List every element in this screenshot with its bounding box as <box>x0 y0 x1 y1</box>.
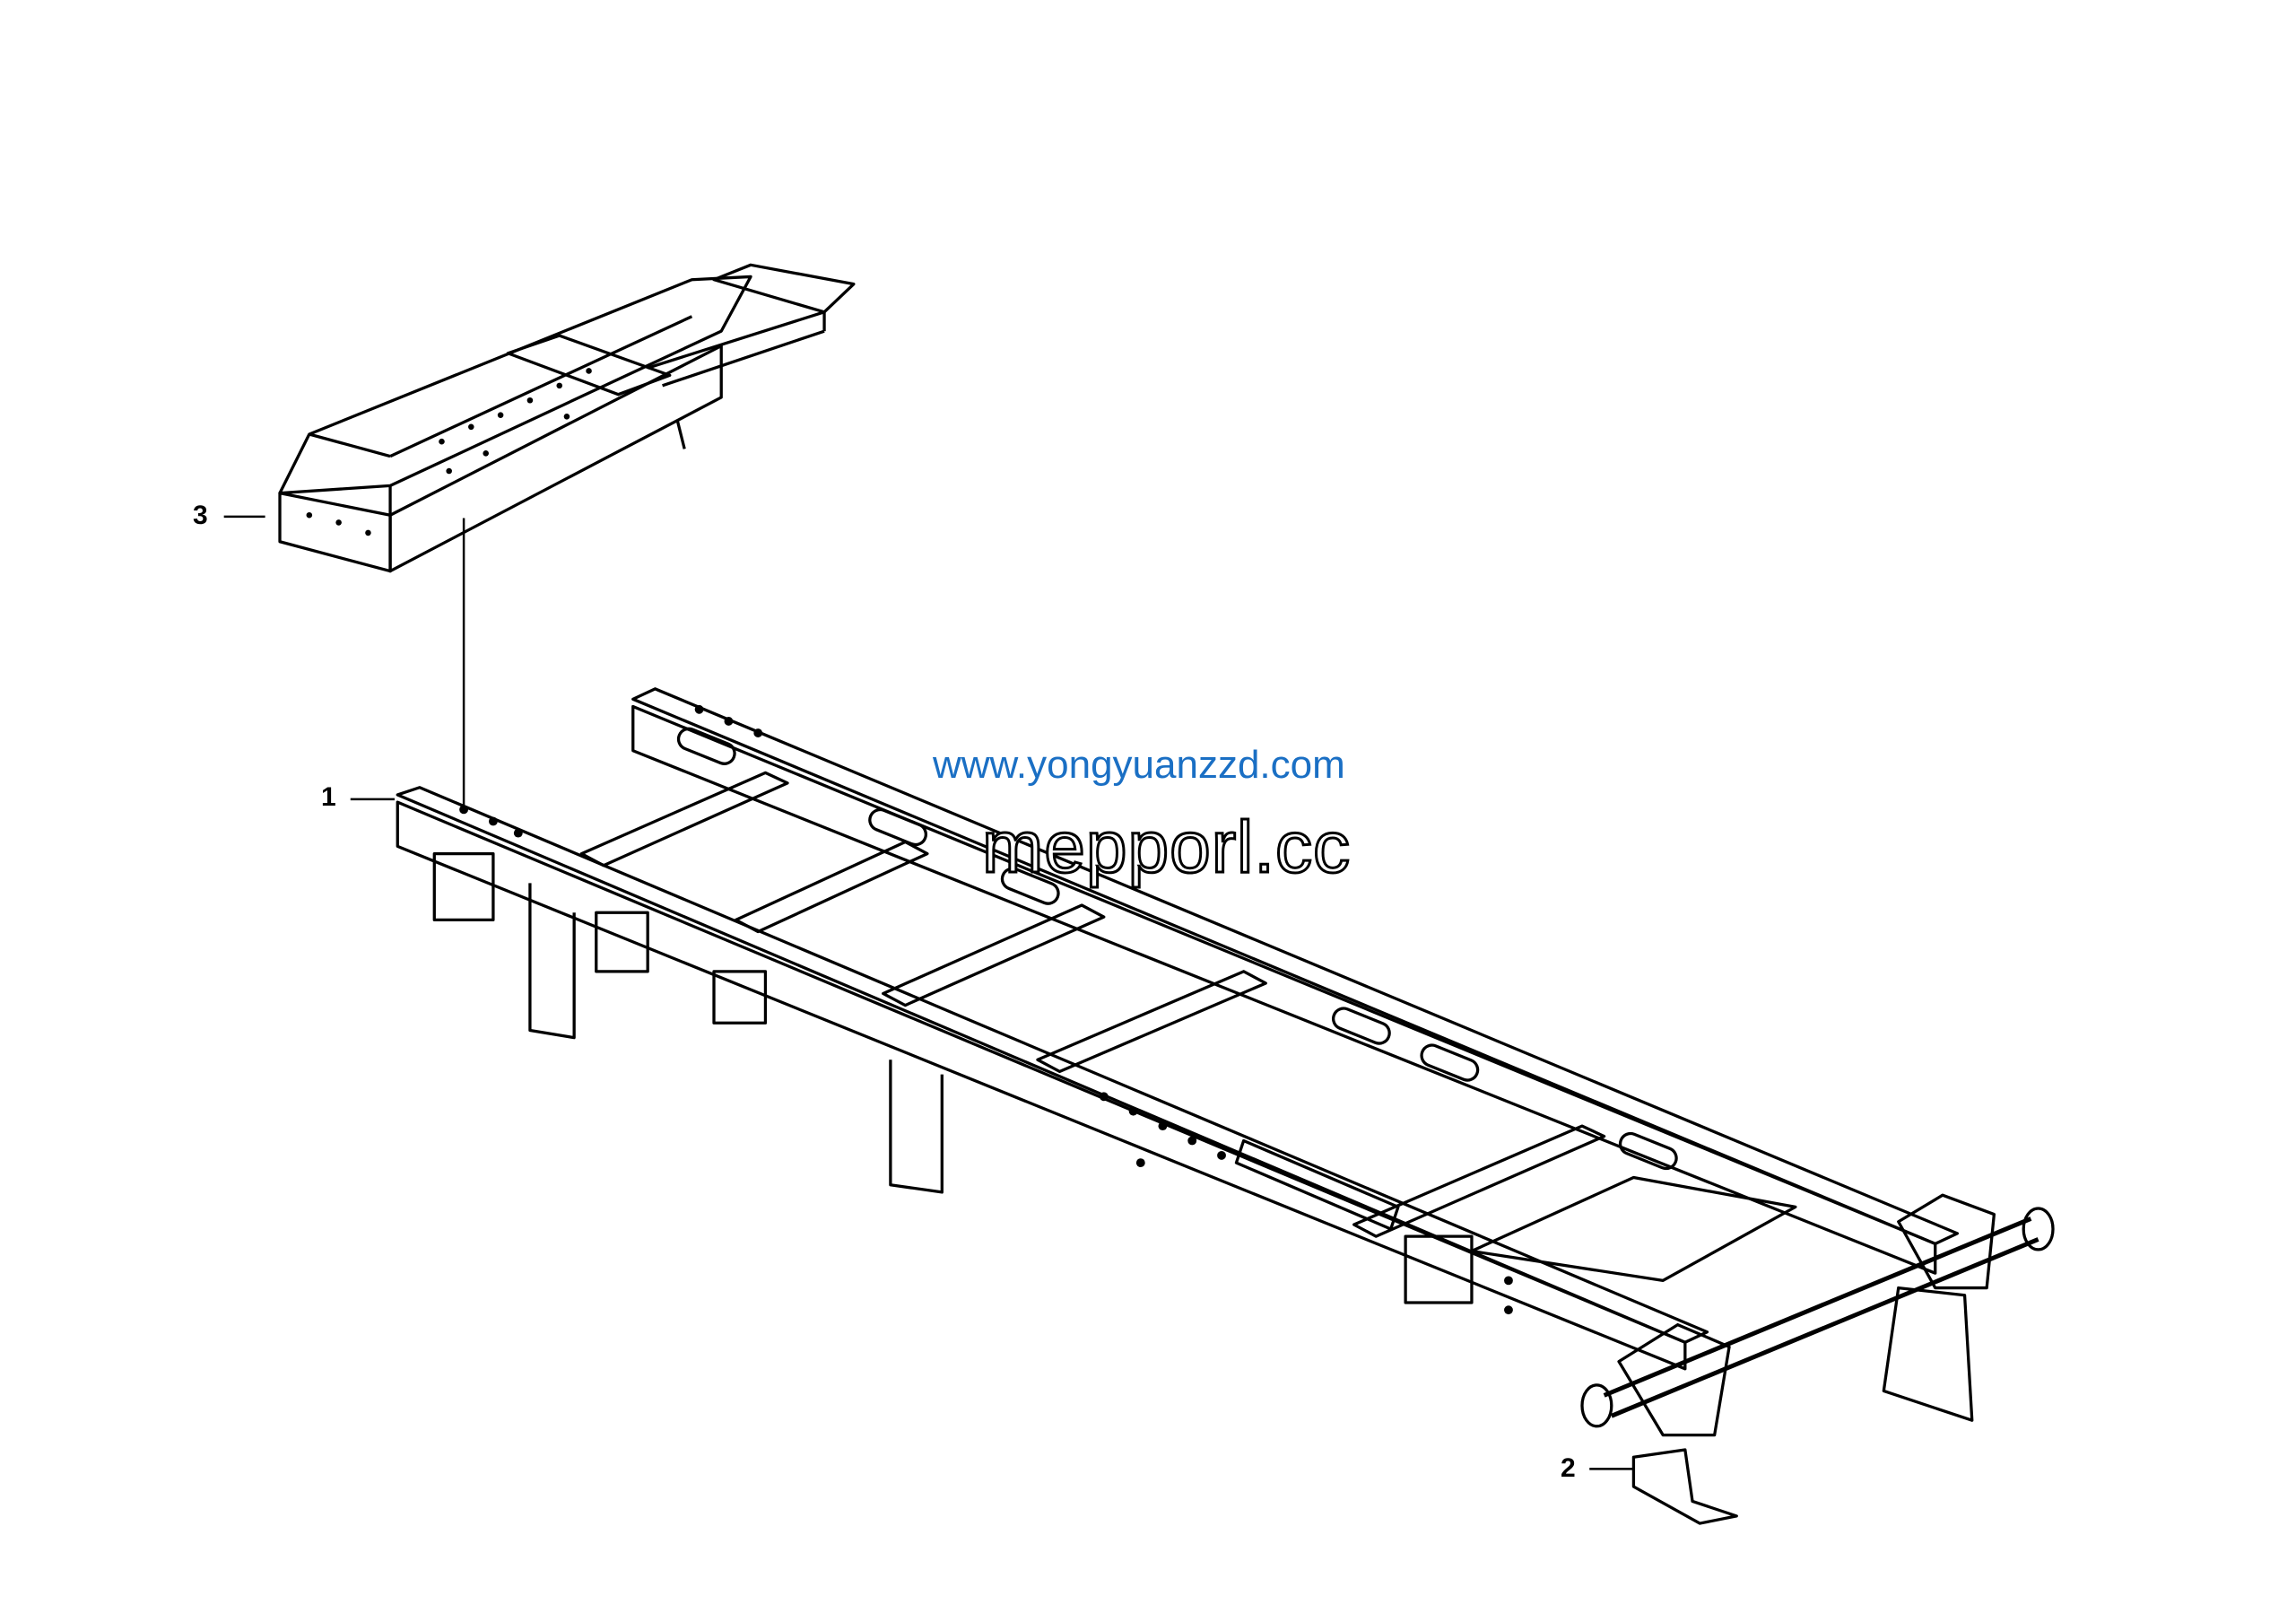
subframe-part-3 <box>278 263 856 573</box>
watermark-url: www.yongyuanzzd.com <box>933 743 1345 787</box>
watermark-outline: mepporl.cc <box>980 806 1352 889</box>
callout-2: 2 <box>1561 1453 1576 1483</box>
callout-3: 3 <box>193 501 208 530</box>
main-frame-part-1 <box>396 687 2055 1525</box>
callout-1: 1 <box>321 782 336 812</box>
